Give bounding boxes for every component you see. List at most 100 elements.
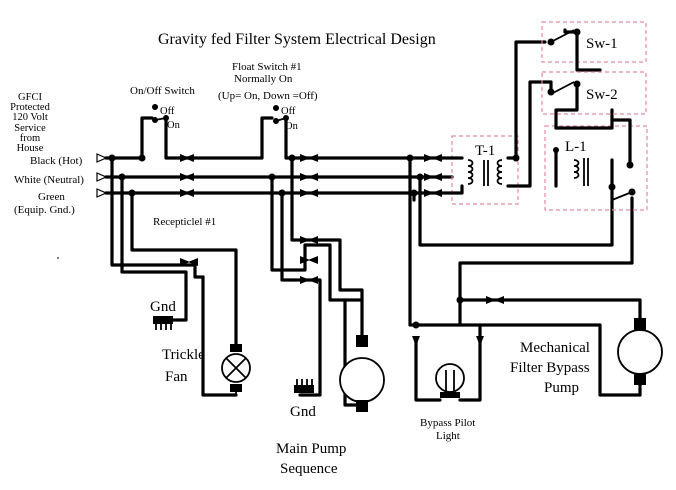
- connector: [180, 258, 190, 266]
- pilot-wire-left: [414, 338, 442, 402]
- connector: [476, 336, 484, 346]
- junction-dot: [512, 154, 520, 162]
- connector: [300, 276, 310, 284]
- bypass-hot-wire: [458, 196, 634, 327]
- sw1-to-sw2: [575, 30, 602, 72]
- float-on-label: On: [285, 121, 299, 132]
- connector: [184, 173, 194, 181]
- ground-bar: [294, 385, 314, 393]
- sw2-lever: [550, 81, 575, 95]
- relay-l1: L-1: [544, 108, 648, 211]
- l1-contact: [608, 183, 616, 191]
- main-pump-label-1: Main Pump: [276, 441, 346, 457]
- pilot-light: [435, 363, 465, 398]
- connector: [308, 276, 318, 284]
- main-pump-motor: [339, 335, 385, 412]
- pilot-label-1: Bypass Pilot: [420, 417, 475, 429]
- source-line-1: GFCI: [18, 92, 42, 103]
- connector: [300, 236, 310, 244]
- motor-terminal: [356, 335, 368, 347]
- connector: [300, 154, 310, 162]
- terminal-white: [96, 172, 108, 182]
- float-switch-subtitle: Normally On: [234, 73, 293, 85]
- sw2-box: [541, 71, 647, 115]
- bypass-return-wire: [478, 323, 642, 397]
- source-label: GFCI Protected 120 Volt Service from Hou…: [10, 92, 50, 154]
- terminal-black: [96, 153, 108, 163]
- fan-plug: [230, 384, 242, 392]
- junction-dot: [553, 147, 559, 153]
- junction-dot: [412, 321, 420, 329]
- fan-label-2: Fan: [165, 369, 188, 385]
- bypass-label-1: Mechanical: [520, 340, 590, 356]
- ground-symbol-2: [294, 379, 314, 393]
- bus-connectors: [180, 154, 442, 197]
- motor-terminal: [356, 400, 368, 412]
- t1-secondary-coil: [496, 159, 503, 185]
- switch-sw2: Sw-2: [541, 71, 647, 130]
- connector: [308, 154, 318, 162]
- connector: [308, 236, 318, 244]
- onoff-to-float: [164, 116, 274, 160]
- connector: [300, 256, 310, 264]
- pilot-hot-wire: [408, 156, 482, 342]
- connector: [300, 173, 310, 181]
- float-switch-title: Float Switch #1: [232, 61, 302, 73]
- float-off-contact: [273, 105, 279, 111]
- junction-dot: [456, 296, 464, 304]
- stray-dot: [57, 257, 59, 259]
- black-wire-label: Black (Hot): [30, 155, 83, 167]
- connector: [308, 256, 318, 264]
- fan-neutral-wire: [120, 175, 188, 287]
- fan-ground-wire: [130, 191, 238, 347]
- terminal-green: [96, 188, 108, 198]
- l1-coil-feed: [554, 108, 614, 130]
- ground-bar: [153, 316, 173, 324]
- onoff-switch: On/Off Switch Off On: [130, 85, 195, 131]
- switch-sw1: Sw-1: [541, 21, 647, 72]
- l1-label: L-1: [565, 139, 587, 155]
- diagram-title: Gravity fed Filter System Electrical Des…: [158, 31, 436, 48]
- pilot-wire-right: [458, 338, 482, 402]
- onoff-off-contact: [152, 104, 158, 110]
- float-switch-note: (Up= On, Down =Off): [218, 90, 318, 102]
- bypass-hot-feed: [458, 298, 642, 322]
- source-line-4: Service: [14, 123, 46, 134]
- transformer-t1: T-1: [450, 40, 547, 205]
- pump-neutral-wire: [270, 175, 364, 302]
- t1-label: T-1: [475, 143, 495, 159]
- fan-plug: [230, 344, 242, 352]
- float-to-t1: [284, 116, 454, 160]
- connector: [424, 154, 434, 162]
- float-off-label: Off: [281, 106, 296, 117]
- ground-symbol-1: [153, 316, 173, 330]
- l1-coil: [573, 159, 580, 179]
- bypass-label-3: Pump: [544, 380, 579, 396]
- source-line-5: from: [20, 133, 40, 144]
- fan-hot-wire: [110, 156, 205, 279]
- onoff-switch-title: On/Off Switch: [130, 85, 195, 97]
- source-line-3: 120 Volt: [12, 112, 48, 123]
- sw1-label: Sw-1: [586, 36, 618, 52]
- bypass-pump-icon: [617, 329, 663, 375]
- fan-branch: Recepticlel #1 Gnd Trickle Fan: [110, 156, 251, 397]
- sw2-out: [554, 82, 579, 130]
- motor-terminal: [634, 318, 646, 330]
- connector: [432, 173, 442, 181]
- connector: [308, 189, 318, 197]
- gnd2-wire: [280, 191, 322, 397]
- source-terminals: [96, 153, 108, 198]
- l1-box: [544, 125, 648, 211]
- sw2-in: [543, 80, 553, 94]
- onoff-on-label: On: [167, 120, 181, 131]
- float-lever: [275, 117, 287, 122]
- connector: [300, 189, 310, 197]
- fan-symbol: [221, 344, 251, 395]
- l1-contact-wire: [610, 118, 632, 167]
- t1-out-2: [506, 80, 547, 188]
- receptacle-label: Recepticlel #1: [153, 216, 216, 228]
- gnd2-label: Gnd: [290, 404, 316, 420]
- white-wire-label: White (Neutral): [14, 174, 84, 186]
- t1-in-gnd: [450, 184, 464, 195]
- junction-dot: [138, 154, 146, 162]
